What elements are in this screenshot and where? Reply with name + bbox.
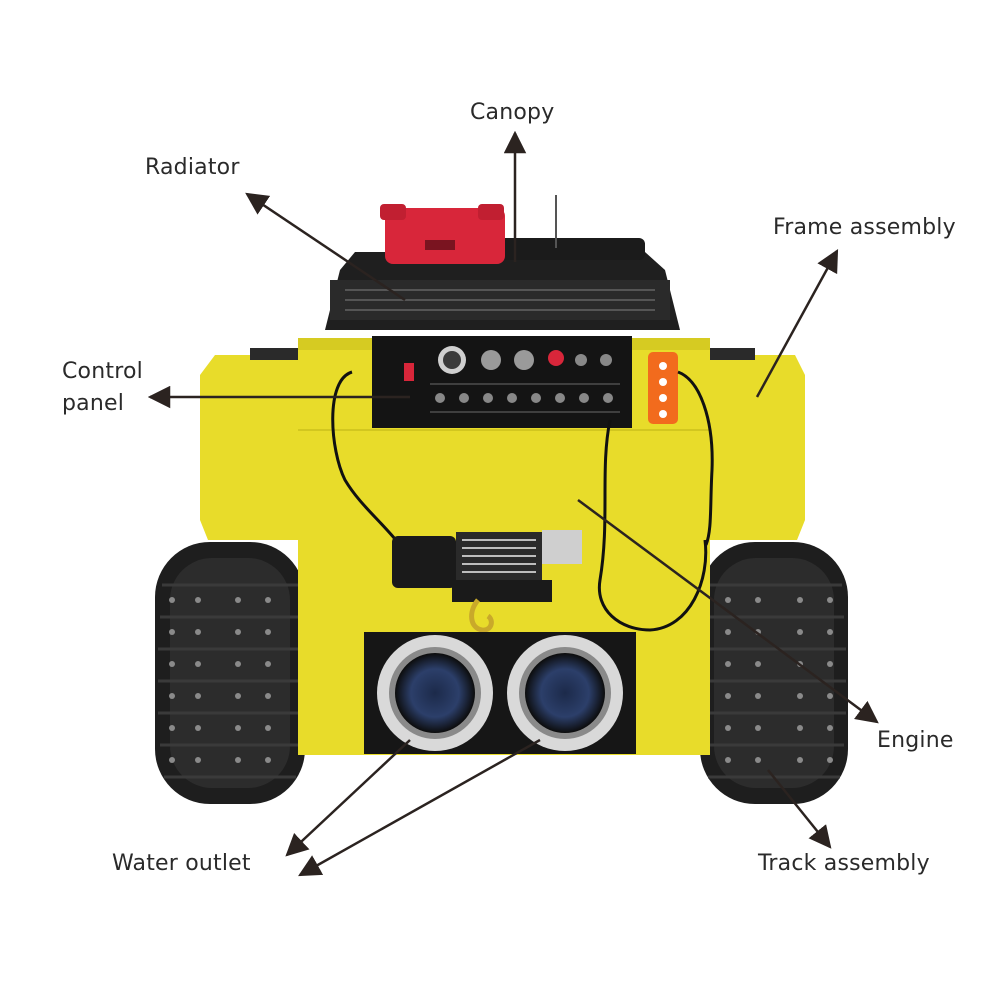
frame-assembly (200, 348, 805, 540)
label-engine: Engine (877, 728, 954, 753)
right-track (700, 542, 848, 804)
orange-remote (648, 352, 714, 546)
left-track (155, 542, 305, 804)
label-control-panel: Control panel (62, 359, 143, 416)
arrow-track (767, 769, 832, 849)
control-panel (372, 336, 632, 428)
label-radiator: Radiator (145, 155, 240, 180)
label-canopy: Canopy (470, 100, 555, 125)
winch (392, 530, 582, 633)
leader-arrows (147, 130, 879, 877)
radiator-housing (325, 238, 680, 330)
label-track-assembly: Track assembly (758, 851, 930, 876)
label-frame-assembly: Frame assembly (773, 215, 956, 240)
arrow-engine (577, 498, 879, 724)
arrow-radiator (245, 192, 406, 302)
arrow-frame (755, 249, 839, 398)
red-tank (380, 204, 505, 264)
cables (331, 370, 708, 632)
arrow-water-2 (298, 738, 541, 877)
arrow-water-1 (285, 739, 411, 857)
label-water-outlet: Water outlet (112, 851, 251, 876)
water-outlets (364, 632, 636, 754)
